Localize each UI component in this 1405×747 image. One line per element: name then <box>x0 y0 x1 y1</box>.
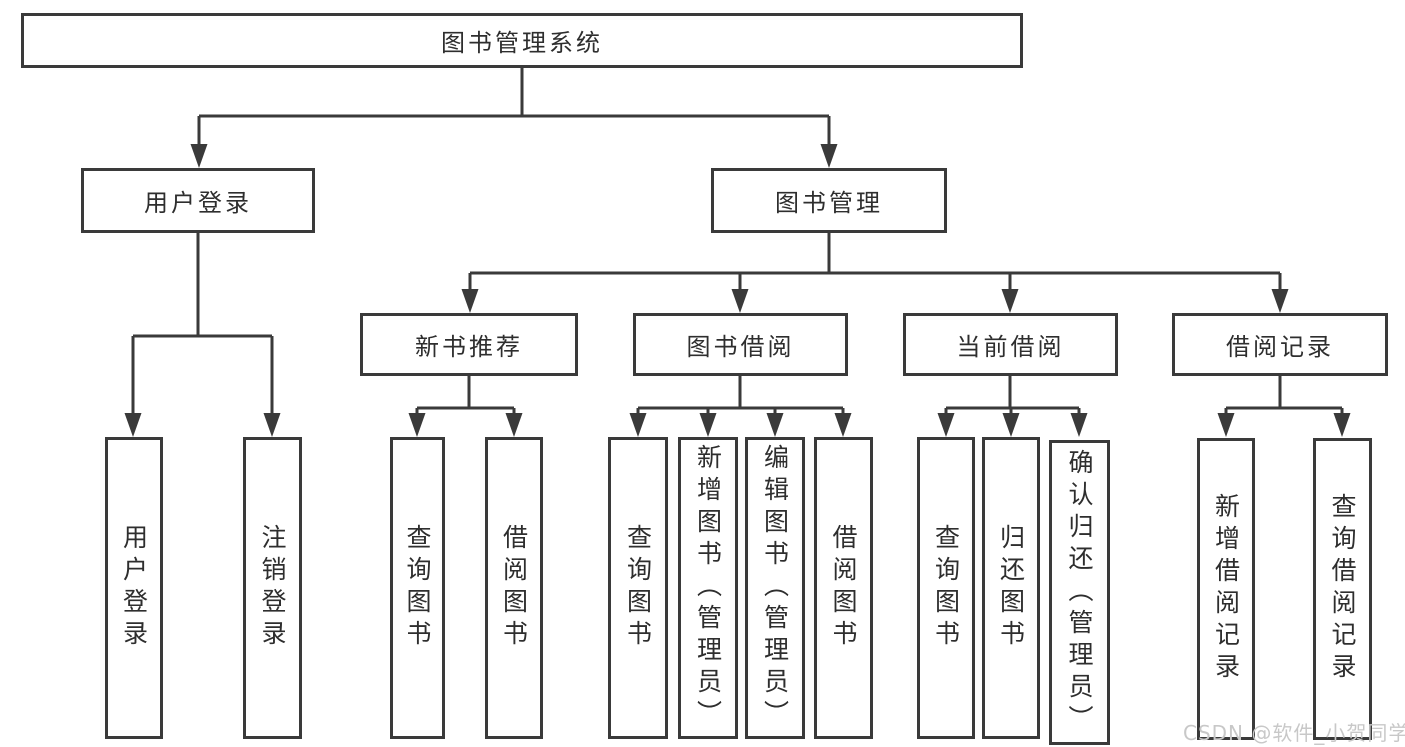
node-user-login: 用户登录 <box>81 168 315 233</box>
leaf-query-books-3: 查询图书 <box>917 437 975 739</box>
arrowhead-icon <box>1001 289 1019 313</box>
leaf-confirm-return-admin: 确认归还（管理员） <box>1049 440 1110 745</box>
arrowhead-icon <box>461 289 479 313</box>
arrowhead-icon <box>408 413 426 437</box>
watermark: CSDN @软件_小贺同学 <box>1183 721 1405 745</box>
node-book-management: 图书管理 <box>711 168 947 233</box>
node-library-management-system: 图书管理系统 <box>21 13 1023 68</box>
arrowhead-icon <box>1271 289 1289 313</box>
arrowhead-icon <box>505 413 523 437</box>
arrowhead-icon <box>699 413 717 437</box>
leaf-query-books-2: 查询图书 <box>608 437 668 739</box>
arrowhead-icon <box>1333 413 1351 437</box>
leaf-query-borrow-record: 查询借阅记录 <box>1313 438 1372 740</box>
leaf-borrow-books-1: 借阅图书 <box>485 437 543 739</box>
leaf-add-borrow-record: 新增借阅记录 <box>1197 438 1255 740</box>
arrowhead-icon <box>820 144 838 168</box>
arrowhead-icon <box>1070 413 1088 437</box>
leaf-query-books-1: 查询图书 <box>390 437 445 739</box>
arrowhead-icon <box>190 144 208 168</box>
node-current-borrowing: 当前借阅 <box>903 313 1118 376</box>
arrowhead-icon <box>731 289 749 313</box>
leaf-borrow-books-2: 借阅图书 <box>814 437 873 739</box>
node-borrowing-records: 借阅记录 <box>1172 313 1388 376</box>
arrowhead-icon <box>1002 413 1020 437</box>
leaf-user-login: 用户登录 <box>105 437 163 739</box>
arrowhead-icon <box>766 413 784 437</box>
leaf-logout-login: 注销登录 <box>243 437 302 739</box>
leaf-edit-books-admin: 编辑图书（管理员） <box>745 437 805 739</box>
leaf-return-books: 归还图书 <box>982 437 1040 739</box>
arrowhead-icon <box>1217 413 1235 437</box>
arrowhead-icon <box>937 413 955 437</box>
arrowhead-icon <box>834 413 852 437</box>
arrowheads <box>124 144 1351 437</box>
arrowhead-icon <box>124 413 142 437</box>
node-book-borrowing: 图书借阅 <box>633 313 848 376</box>
arrowhead-icon <box>263 413 281 437</box>
arrowhead-icon <box>629 413 647 437</box>
leaf-add-books-admin: 新增图书（管理员） <box>678 437 738 739</box>
node-new-book-recommend: 新书推荐 <box>360 313 578 376</box>
